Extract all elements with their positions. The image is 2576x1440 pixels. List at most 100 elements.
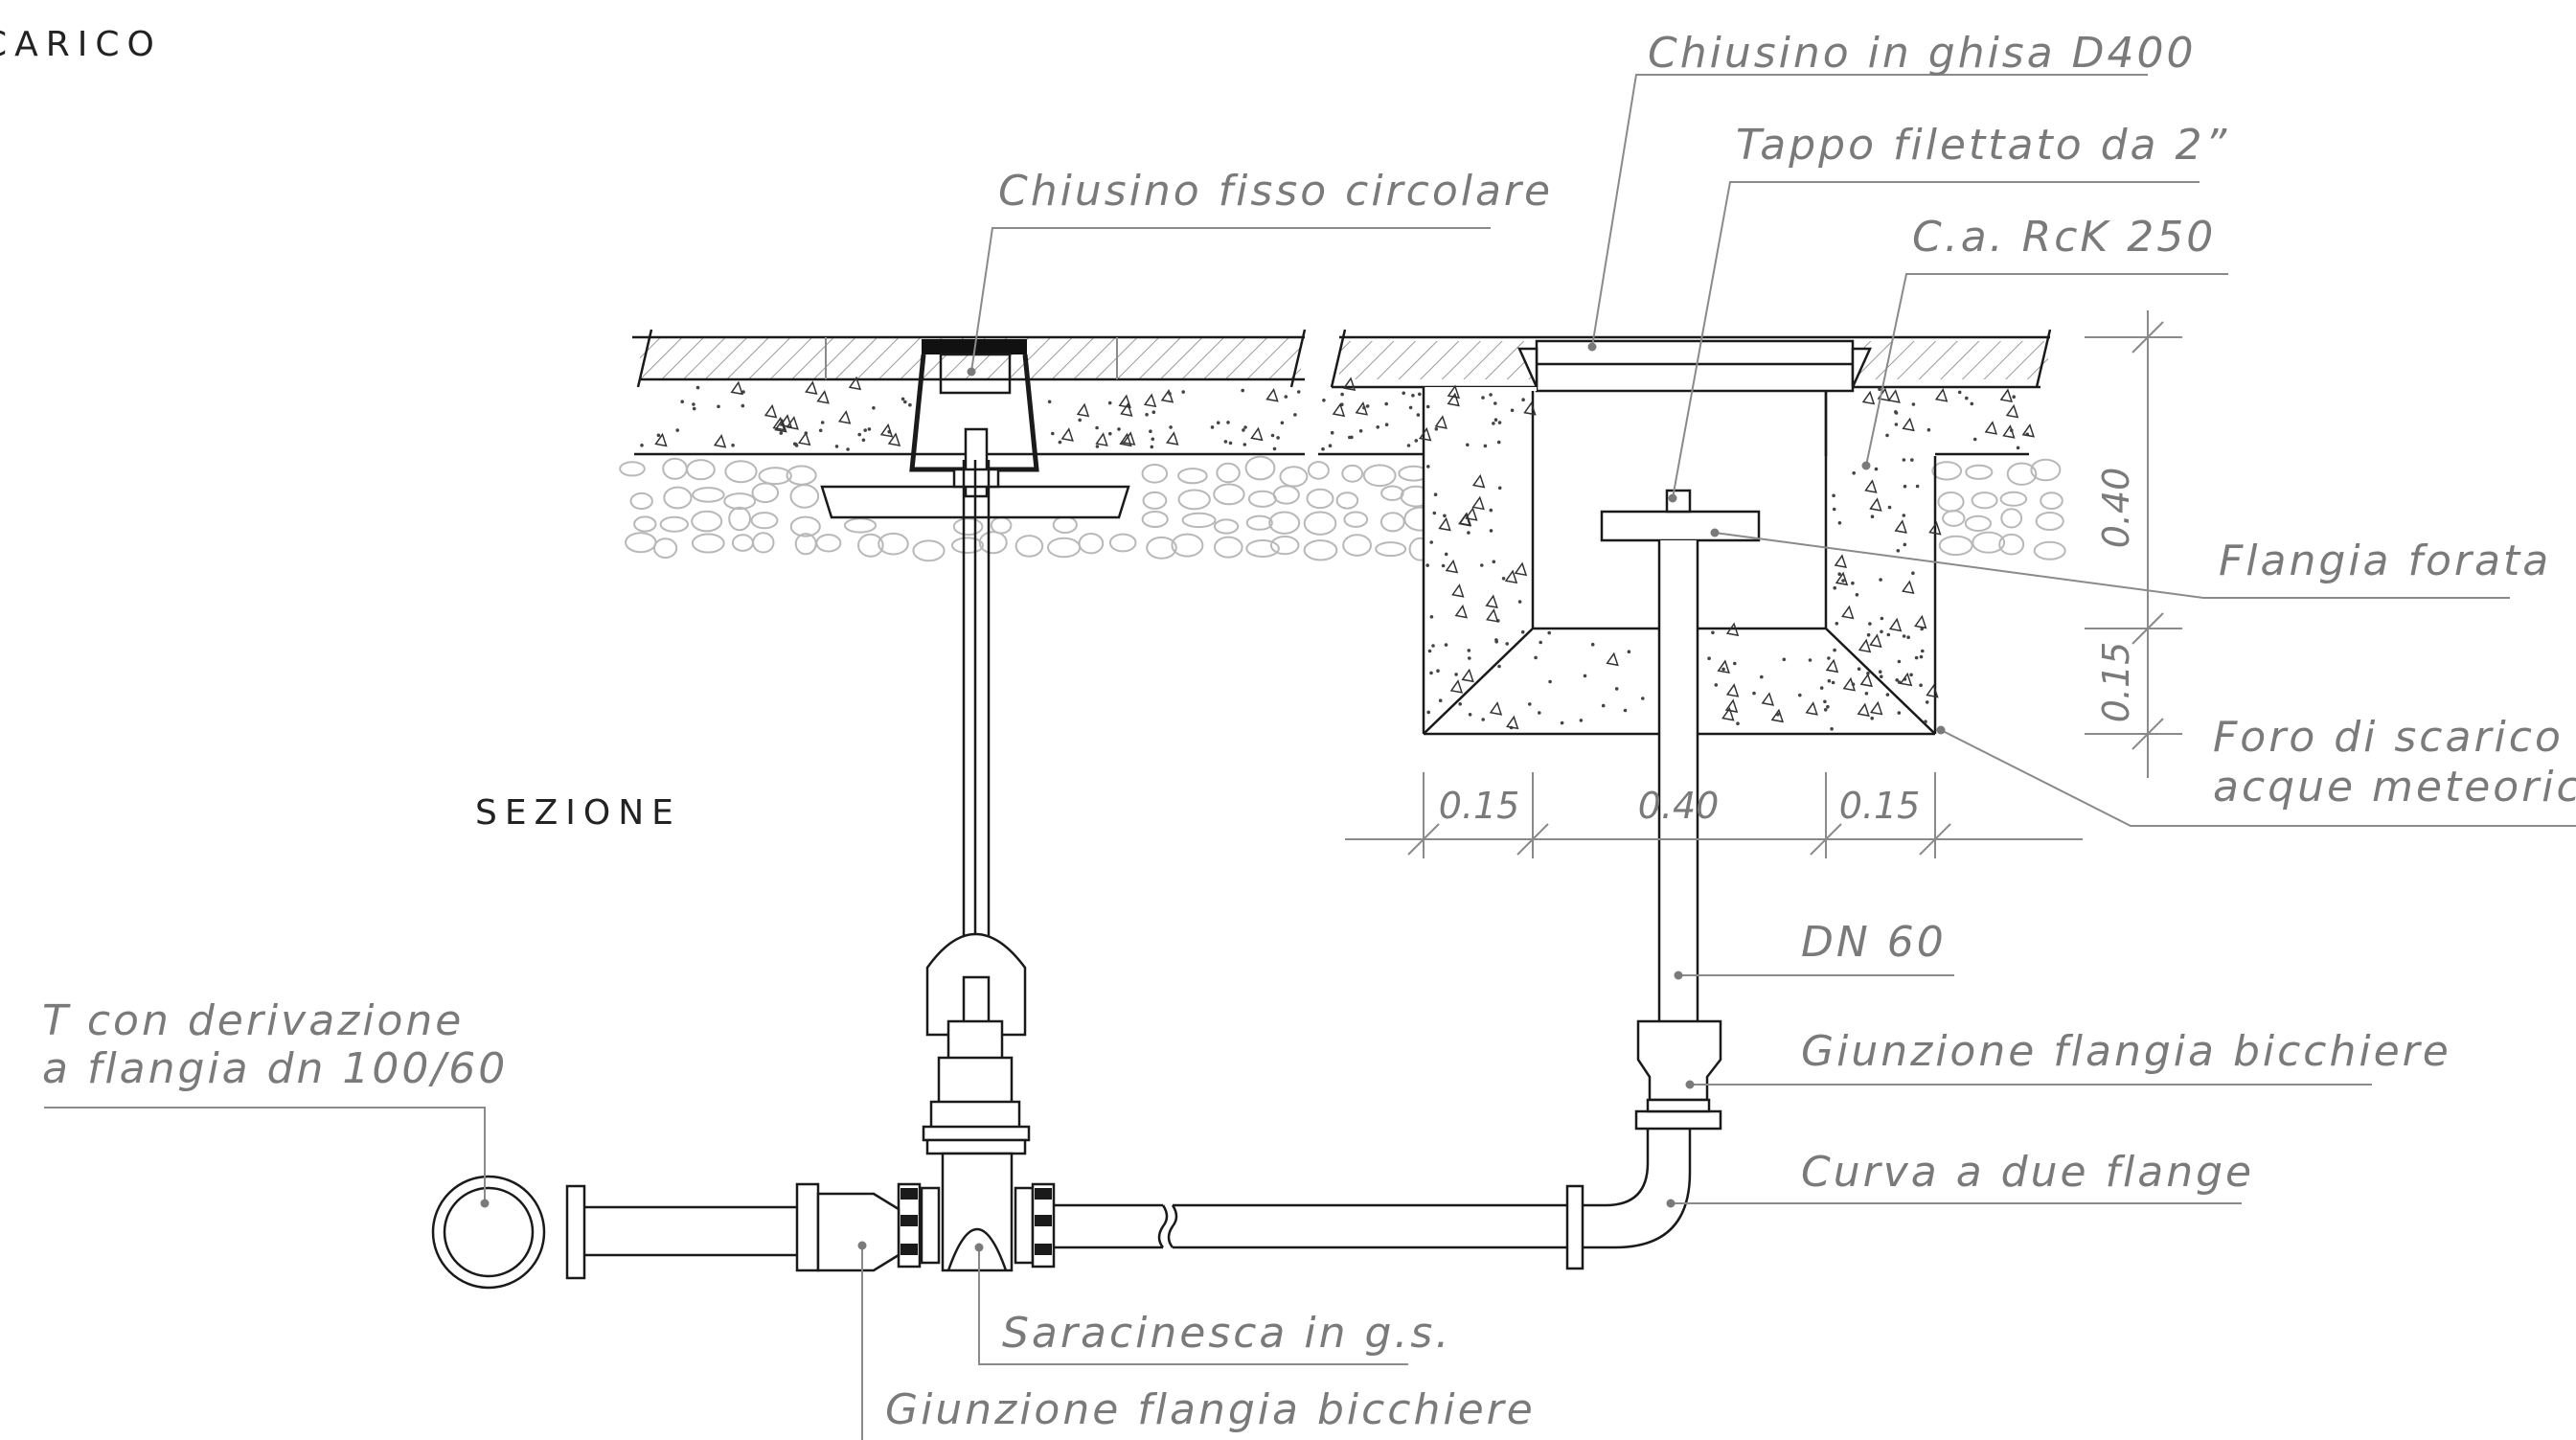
aggregate-mark xyxy=(1228,441,1233,446)
aggregate-mark xyxy=(1864,692,1869,696)
aggregate-mark xyxy=(1441,563,1446,568)
gravel-stone xyxy=(952,517,984,537)
aggregate-mark xyxy=(1492,422,1495,425)
aggregate-mark xyxy=(1886,632,1891,637)
aggregate-mark xyxy=(792,442,797,446)
aggregate-mark xyxy=(1520,629,1525,634)
aggregate-mark xyxy=(1143,393,1157,408)
aggregate-mark xyxy=(1823,708,1828,712)
aggregate-mark xyxy=(1833,648,1836,652)
label-giunzione-bottom: Giunzione flangia bicchiere xyxy=(885,1385,1536,1434)
aggregate-mark xyxy=(805,380,818,395)
aggregate-mark xyxy=(1429,671,1433,675)
aggregate-mark xyxy=(717,404,720,409)
aggregate-mark xyxy=(1896,549,1901,553)
aggregate-mark xyxy=(1878,387,1881,392)
aggregate-mark xyxy=(1874,467,1879,471)
aggregate-mark xyxy=(1416,413,1421,417)
aggregate-mark xyxy=(818,428,823,433)
gravel-stone xyxy=(1375,541,1407,558)
aggregate-mark xyxy=(1160,389,1174,403)
aggregate-mark xyxy=(1095,445,1100,448)
aggregate-mark xyxy=(1579,719,1584,722)
aggregate-mark xyxy=(1168,392,1172,396)
gravel-stone xyxy=(731,534,754,552)
aggregate-mark xyxy=(1486,608,1499,623)
aggregate-mark xyxy=(1458,702,1462,706)
aggregate-mark xyxy=(1837,521,1842,525)
aggregate-mark xyxy=(1870,514,1875,518)
aggregate-mark xyxy=(1406,444,1411,447)
aggregate-mark xyxy=(1717,659,1730,674)
aggregate-mark xyxy=(1894,423,1899,426)
aggregate-mark xyxy=(1265,388,1279,402)
aggregate-mark xyxy=(741,403,745,408)
aggregate-mark xyxy=(1984,421,1998,435)
gravel-stone xyxy=(815,534,842,553)
aggregate-mark xyxy=(1151,437,1155,442)
gravel-stone xyxy=(1213,483,1245,506)
aggregate-mark xyxy=(1623,708,1628,713)
aggregate-mark xyxy=(1095,432,1108,446)
aggregate-mark xyxy=(1902,580,1915,595)
aggregate-mark xyxy=(2005,403,2019,419)
aggregate-mark xyxy=(1864,479,1878,493)
aggregate-mark xyxy=(1434,415,1448,429)
aggregate-mark xyxy=(1957,390,1962,395)
aggregate-mark xyxy=(1047,400,1052,404)
gravel-stone xyxy=(1052,515,1078,535)
aggregate-mark xyxy=(837,410,852,424)
aggregate-mark xyxy=(1223,440,1228,444)
aggregate-mark xyxy=(1328,444,1333,448)
aggregate-mark xyxy=(1825,658,1839,674)
aggregate-mark xyxy=(2016,446,2020,450)
aggregate-mark xyxy=(1425,404,1430,409)
aggregate-mark xyxy=(1451,583,1465,598)
aggregate-mark xyxy=(1861,390,1876,405)
aggregate-mark xyxy=(1760,674,1764,679)
aggregate-mark xyxy=(1504,569,1518,584)
aggregate-mark xyxy=(1721,706,1735,721)
gravel-stone xyxy=(990,516,1013,535)
aggregate-mark xyxy=(1242,443,1247,446)
gravel-stone xyxy=(723,492,757,511)
aggregate-mark xyxy=(903,400,907,404)
aggregate-mark xyxy=(1330,430,1334,435)
aggregate-mark xyxy=(2021,423,2036,438)
aggregate-mark xyxy=(1887,389,1901,403)
aggregate-mark xyxy=(1485,594,1498,608)
aggregate-mark xyxy=(1724,698,1739,714)
aggregate-mark xyxy=(1894,519,1907,534)
gravel-stone xyxy=(662,457,688,480)
gravel-stone xyxy=(1335,491,1359,510)
gravel-stone xyxy=(1014,535,1044,558)
gravel-stone xyxy=(1341,464,1364,483)
dim-vertical-bottom: 0.15 xyxy=(2095,642,2137,723)
aggregate-mark xyxy=(1169,425,1173,429)
gravel-stone xyxy=(1141,464,1169,484)
gravel-stone xyxy=(1342,534,1372,557)
aggregate-mark xyxy=(731,444,735,447)
gravel-stone xyxy=(633,515,657,533)
gravel-stone xyxy=(1047,537,1082,559)
aggregate-mark xyxy=(1736,721,1740,725)
aggregate-mark xyxy=(1226,421,1230,424)
aggregate-mark xyxy=(1733,661,1737,666)
aggregate-mark xyxy=(1831,680,1835,685)
gravel-stone xyxy=(1931,461,1963,481)
aggregate-mark xyxy=(1534,655,1538,660)
aggregate-mark xyxy=(1444,552,1448,557)
aggregate-mark xyxy=(879,423,894,438)
aggregate-mark xyxy=(2010,428,2014,433)
gravel-stone xyxy=(1998,533,2025,556)
left-soil xyxy=(619,455,1309,562)
dimension-lines xyxy=(1345,310,2182,858)
aggregate-mark xyxy=(1496,440,1501,445)
aggregate-mark xyxy=(1547,630,1551,635)
aggregate-mark xyxy=(867,427,872,431)
aggregate-mark xyxy=(1902,417,1915,432)
aggregate-mark xyxy=(1122,431,1136,446)
gravel-stone xyxy=(1216,462,1241,484)
aggregate-mark xyxy=(1210,425,1215,429)
gravel-stone xyxy=(1244,455,1276,481)
